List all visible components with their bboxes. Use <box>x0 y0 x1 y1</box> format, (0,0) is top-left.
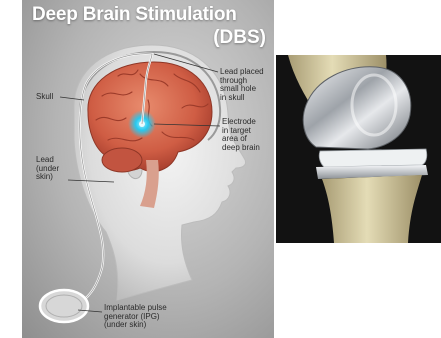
label-electrode: Electrode in target area of deep brain <box>222 118 260 152</box>
tibia-bone <box>322 175 422 243</box>
knee-implant-illustration <box>276 55 441 243</box>
knee-implant-photo <box>276 55 441 243</box>
panel-title: Deep Brain Stimulation <box>32 4 237 26</box>
label-lead-under-skin: Lead (under skin) <box>36 156 59 182</box>
dbs-illustration-panel: Deep Brain Stimulation (DBS) Lead placed… <box>22 0 274 338</box>
label-skull: Skull <box>36 93 53 102</box>
cerebellum-shape <box>102 148 142 172</box>
panel-title-abbrev: (DBS) <box>213 27 266 49</box>
label-lead-placed: Lead placed through small hole in skull <box>220 68 264 102</box>
label-ipg: Implantable pulse generator (IPG) (under… <box>104 304 167 330</box>
poly-insert <box>319 149 427 167</box>
head-brain-illustration <box>22 0 274 338</box>
